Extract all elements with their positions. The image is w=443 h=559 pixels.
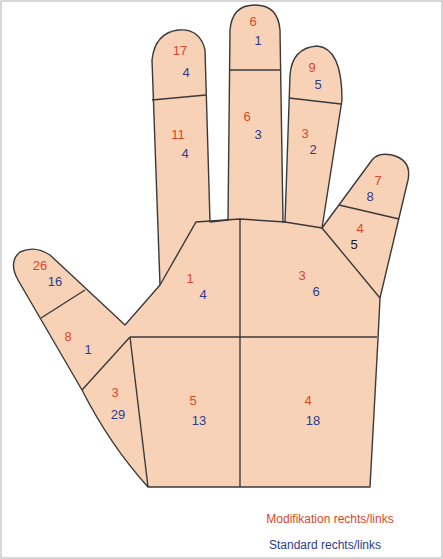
legend-text: Modifikation rechts/links (266, 513, 393, 525)
callout-number: 5 (314, 78, 321, 91)
callout-number: 5 (350, 238, 357, 251)
callout-number: 1 (186, 272, 193, 285)
callout-number: 3 (111, 386, 118, 399)
joint-line (289, 98, 341, 104)
legend-text: Standard rechts/links (269, 539, 381, 551)
callout-number: 3 (298, 269, 305, 282)
region-lines (41, 70, 399, 487)
callout-number: 8 (64, 330, 71, 343)
callout-number: 26 (33, 259, 47, 272)
callout-number: 7 (374, 174, 381, 187)
callout-number: 29 (111, 408, 125, 421)
callout-number: 18 (306, 414, 320, 427)
callout-number: 4 (182, 66, 189, 79)
joint-line (41, 290, 85, 318)
callout-number: 13 (192, 414, 206, 427)
callout-number: 1 (84, 343, 91, 356)
joint-line (339, 205, 399, 219)
callout-number: 8 (366, 190, 373, 203)
callout-number: 4 (304, 394, 311, 407)
callout-number: 2 (309, 143, 316, 156)
callout-number: 11 (171, 128, 185, 141)
callout-number: 9 (308, 61, 315, 74)
palm-line (130, 337, 148, 487)
callout-number: 6 (249, 15, 256, 28)
callout-number: 6 (243, 110, 250, 123)
palm-line (160, 219, 380, 298)
callout-number: 5 (189, 394, 196, 407)
joint-line (152, 95, 206, 100)
joint-line (82, 337, 130, 390)
callout-number: 6 (312, 285, 319, 298)
callout-number: 4 (199, 288, 206, 301)
callout-number: 3 (301, 127, 308, 140)
joint-line (229, 69, 281, 70)
callout-number: 4 (181, 147, 188, 160)
palm-line (130, 336, 377, 337)
callout-number: 3 (254, 128, 261, 141)
callout-number: 17 (173, 44, 187, 57)
palm-line (239, 219, 240, 487)
callout-number: 16 (48, 275, 62, 288)
hand-outline (13, 5, 408, 487)
callout-number: 1 (254, 34, 261, 47)
callout-number: 4 (356, 222, 363, 235)
